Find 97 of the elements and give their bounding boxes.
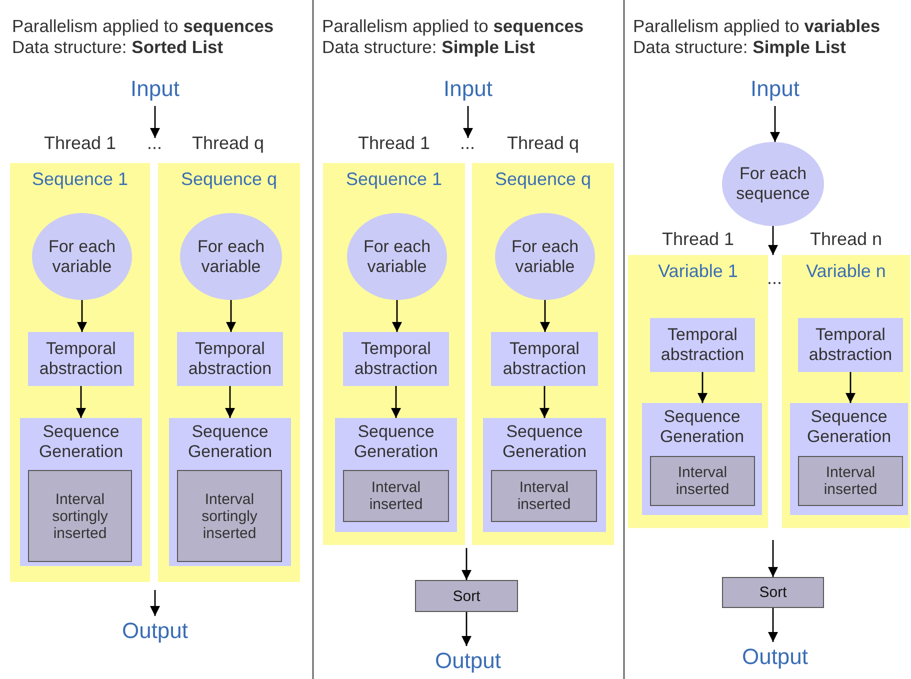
- panel-title: Sequence q: [180, 169, 278, 189]
- box-text: Temporal abstraction: [660, 325, 746, 365]
- box-title: Sequence Generation: [186, 422, 274, 462]
- ellipse-text: For each sequence: [735, 164, 811, 204]
- arrow: [768, 540, 778, 577]
- box-text: Temporal abstraction: [38, 339, 124, 379]
- panel-title: Sequence 1: [30, 169, 130, 189]
- process-box: [642, 403, 762, 515]
- box-title: Sequence Generation: [806, 407, 892, 447]
- process-box: [169, 418, 291, 566]
- box-title: Sequence Generation: [38, 422, 124, 462]
- thread-label: Thread 1: [662, 229, 734, 250]
- thread-panel: [158, 163, 300, 582]
- arrow: [76, 386, 86, 418]
- process-box: [491, 332, 598, 386]
- flow-terminal-text: Input: [433, 76, 503, 102]
- box-text: Interval sortingly inserted: [200, 490, 258, 542]
- box-text: Temporal abstraction: [808, 325, 894, 365]
- arrow: [463, 106, 473, 138]
- arrow: [392, 300, 402, 332]
- panel-title: Variable 1: [657, 261, 739, 281]
- process-box: [343, 470, 449, 522]
- thread-panel: [472, 163, 614, 545]
- box-text: Temporal abstraction: [353, 339, 439, 379]
- process-box: [177, 332, 283, 386]
- heading-text: Parallelism applied to sequences: [12, 16, 274, 37]
- panel-title: Sequence 1: [344, 169, 444, 189]
- flow-terminal-text: Output: [423, 648, 513, 674]
- arrow: [462, 548, 472, 580]
- thread-panel: [628, 255, 768, 528]
- process-box: [20, 418, 142, 566]
- heading-text: Data structure: Simple List: [633, 37, 846, 58]
- box-text: Interval inserted: [674, 464, 730, 498]
- ellipse-text: For each variable: [196, 236, 266, 276]
- flow-terminal-text: Input: [740, 76, 810, 102]
- ellipse-text: For each variable: [362, 236, 432, 276]
- box-title: Sequence Generation: [352, 422, 440, 462]
- process-box: [798, 318, 903, 372]
- box-text: Sort: [759, 584, 787, 601]
- panel-title: Variable n: [805, 261, 887, 281]
- thread-label: Thread q: [507, 133, 580, 154]
- box-text: Sort: [452, 588, 480, 604]
- thread-panel: [323, 163, 465, 545]
- heading-text: Parallelism applied to sequences: [322, 16, 584, 37]
- arrow: [770, 106, 780, 142]
- thread-label: Thread n: [810, 229, 882, 250]
- arrow: [391, 386, 401, 418]
- flow-terminal-text: Output: [110, 618, 200, 645]
- arrow: [225, 386, 235, 418]
- arrow: [846, 372, 856, 403]
- ellipsis-text: ...: [460, 133, 476, 154]
- heading-text: Data structure: Sorted List: [12, 37, 224, 58]
- arrow: [768, 226, 778, 255]
- process-box: [790, 403, 908, 515]
- process-box: [177, 470, 282, 562]
- flow-terminal-text: Output: [730, 644, 820, 670]
- heading-text: Data structure: Simple List: [322, 37, 535, 58]
- process-box: [335, 418, 457, 532]
- box-text: Interval inserted: [368, 479, 424, 513]
- arrow: [768, 608, 778, 642]
- thread-label: Thread 1: [44, 133, 116, 154]
- arrow: [698, 372, 708, 403]
- ellipse-text: For each variable: [510, 236, 580, 276]
- process-box: [28, 332, 134, 386]
- arrow: [150, 590, 160, 616]
- process-box: [491, 470, 597, 522]
- process-box: [343, 332, 449, 386]
- ellipsis-text: ...: [767, 268, 782, 289]
- box-text: Interval inserted: [516, 479, 572, 513]
- arrow: [77, 300, 87, 332]
- process-box: [722, 577, 824, 608]
- flow-terminal-text: Input: [120, 76, 190, 102]
- thread-panel: [10, 163, 150, 582]
- panel-title: Sequence q: [494, 169, 592, 189]
- ellipse-text: For each variable: [47, 236, 117, 276]
- box-text: Temporal abstraction: [187, 339, 273, 379]
- box-title: Sequence Generation: [501, 422, 588, 462]
- box-title: Sequence Generation: [658, 407, 746, 447]
- box-text: Interval sortingly inserted: [51, 490, 109, 542]
- arrow: [226, 300, 236, 332]
- process-box: [650, 456, 755, 506]
- arrow: [462, 612, 472, 646]
- process-box: [415, 580, 518, 612]
- process-box: [798, 456, 903, 506]
- thread-label: Thread 1: [358, 133, 430, 154]
- arrow: [540, 300, 550, 332]
- thread-label: Thread q: [192, 133, 264, 154]
- ellipsis-text: ...: [147, 133, 162, 154]
- arrow: [150, 106, 160, 138]
- box-text: Temporal abstraction: [502, 339, 588, 379]
- thread-panel: [782, 255, 910, 528]
- arrow: [540, 386, 550, 418]
- process-box: [483, 418, 606, 532]
- process-box: [28, 470, 132, 562]
- process-box: [650, 318, 755, 372]
- box-text: Interval inserted: [822, 464, 878, 498]
- heading-text: Parallelism applied to variables: [633, 16, 880, 37]
